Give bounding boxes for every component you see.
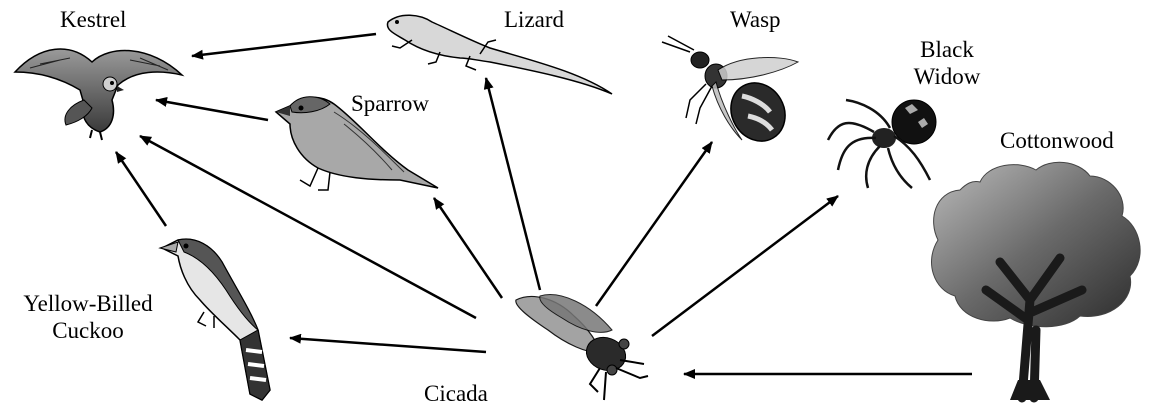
cicada-icon	[516, 295, 648, 400]
arrow-lizard-to-kestrel	[192, 34, 376, 56]
tree-icon	[932, 162, 1141, 400]
cuckoo-label-line2: Cuckoo	[8, 317, 168, 344]
cuckoo-label: Yellow-Billed Cuckoo	[8, 290, 168, 344]
cottonwood-label: Cottonwood	[1000, 127, 1114, 154]
black-widow-label: Black Widow	[908, 36, 986, 90]
arrow-cicada-to-wasp	[596, 142, 712, 306]
cuckoo-label-line1: Yellow-Billed	[8, 290, 168, 317]
sparrow-label: Sparrow	[351, 90, 429, 117]
kestrel-label: Kestrel	[60, 6, 126, 33]
arrow-cicada-to-lizard	[486, 78, 540, 290]
arrow-cicada-to-kestrel	[140, 136, 476, 318]
cicada-label: Cicada	[424, 380, 488, 407]
arrow-cicada-to-sparrow	[434, 198, 502, 298]
kestrel-icon	[15, 49, 182, 140]
lizard-label: Lizard	[504, 6, 564, 33]
wasp-label: Wasp	[730, 6, 781, 33]
arrow-sparrow-to-kestrel	[156, 100, 268, 120]
black-widow-label-line1: Black	[908, 36, 986, 63]
spider-icon	[828, 100, 936, 188]
arrow-cicada-to-black-widow	[652, 196, 838, 336]
arrow-cicada-to-cuckoo	[290, 338, 486, 352]
lizard-icon	[387, 15, 612, 94]
cuckoo-icon	[160, 239, 270, 400]
arrow-cuckoo-to-kestrel	[116, 152, 166, 226]
black-widow-label-line2: Widow	[908, 63, 986, 90]
wasp-icon	[662, 36, 798, 151]
